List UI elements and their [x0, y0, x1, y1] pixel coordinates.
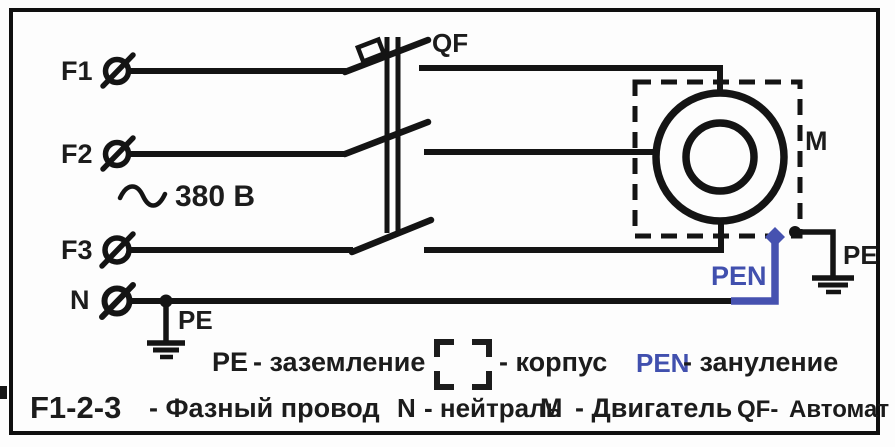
legend-housing-desc: - корпус: [499, 347, 608, 377]
pe-motor-label: PE: [843, 240, 878, 270]
terminal-n-icon: [99, 282, 136, 320]
breaker-latch-square: [354, 36, 387, 65]
legend-phases-desc: - Фазный провод: [149, 393, 380, 423]
phase3-label: F3: [61, 235, 93, 265]
pen-wire: [731, 227, 785, 305]
pen-label: PEN: [711, 261, 767, 291]
corner-bracket-icon: [434, 339, 492, 390]
ac-sine-icon: [117, 184, 168, 208]
diagram-border: [9, 8, 880, 435]
wire-out-3: [424, 223, 724, 253]
legend-phases-term: F1-2-3: [30, 390, 122, 425]
breaker-blade-2: [341, 118, 432, 158]
circuit-breaker-icon: [341, 36, 435, 256]
voltage-label: 380 В: [175, 180, 256, 213]
breaker-blade-1: [341, 36, 432, 76]
terminal-f3-icon: [99, 231, 136, 269]
legend-breaker-desc: Автомат: [789, 396, 890, 423]
pe-neutral-label: PE: [178, 305, 213, 335]
ground-icon-motor: [789, 226, 854, 295]
legend-pen-desc: - зануление: [683, 347, 839, 377]
ground-icon-neutral: [147, 294, 185, 360]
breaker-label: QF: [432, 28, 469, 58]
pen-node: [765, 227, 785, 247]
legend-neutral-term: N: [397, 393, 416, 423]
legend-motor-term: М: [540, 393, 563, 423]
legend-neutral-desc: - нейтраль: [424, 393, 562, 423]
motor-label: M: [805, 126, 828, 156]
breaker-blade-3: [348, 216, 435, 256]
edge-artifact: [0, 386, 7, 399]
legend-pe-term: PE: [212, 347, 249, 377]
neutral-label: N: [70, 285, 90, 315]
terminal-f1-icon: [100, 52, 136, 89]
legend-pen-term: PEN: [636, 348, 690, 378]
terminal-f2-icon: [100, 135, 136, 172]
motor-housing-dashed-box: [632, 79, 803, 239]
legend-motor-desc: - Двигатель: [575, 393, 733, 423]
legend-breaker-term: QF-: [737, 396, 779, 423]
phase1-label: F1: [61, 56, 93, 86]
legend-pe-desc: - заземление: [253, 347, 426, 377]
phase2-label: F2: [61, 139, 93, 169]
motor-symbol: [652, 89, 788, 225]
